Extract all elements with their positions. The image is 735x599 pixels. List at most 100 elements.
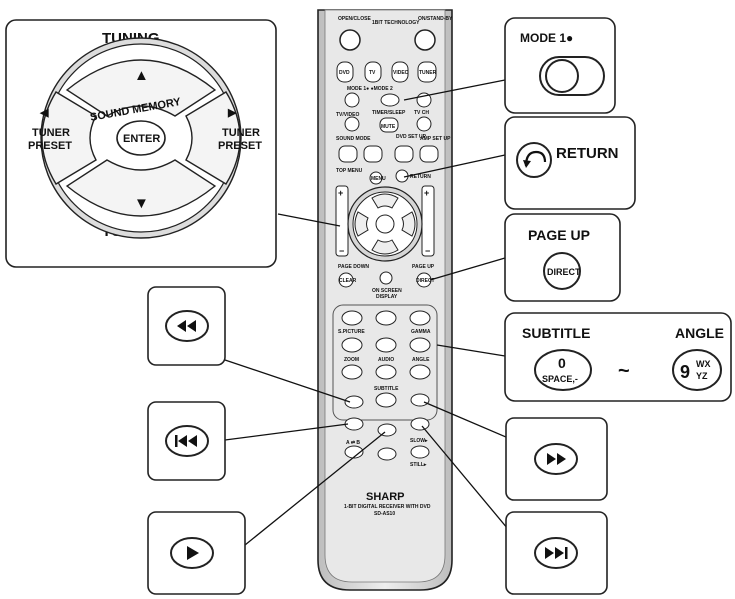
key-3[interactable] bbox=[409, 310, 431, 326]
rewind-icon bbox=[177, 320, 196, 332]
subtitle-label-remote: SUBTITLE bbox=[374, 386, 399, 392]
tuner-preset-right-button[interactable] bbox=[185, 91, 241, 185]
mute-button[interactable] bbox=[379, 117, 399, 133]
on-standby-label: ON/STAND-BY bbox=[418, 16, 453, 22]
key-0[interactable] bbox=[375, 392, 397, 408]
brand-label: SHARP bbox=[366, 491, 405, 503]
svg-text:+: + bbox=[424, 188, 429, 198]
yz-key-label: YZ bbox=[696, 371, 708, 381]
remote-ff-button[interactable] bbox=[410, 393, 430, 407]
tuner-right-line1: TUNER bbox=[222, 127, 260, 139]
dvd-button[interactable] bbox=[336, 61, 354, 83]
page-up-label: PAGE UP bbox=[412, 264, 435, 270]
remote-rewind-button[interactable] bbox=[344, 395, 364, 409]
angle-label-remote: ANGLE bbox=[412, 357, 430, 363]
remote-enter-button[interactable] bbox=[375, 214, 395, 234]
remote-play-button[interactable] bbox=[377, 423, 397, 437]
tv-button[interactable] bbox=[364, 61, 382, 83]
subtitle-angle-panel: SUBTITLE ANGLE 0 SPACE,- ~ 9 WX YZ bbox=[504, 312, 732, 402]
on-screen-button[interactable] bbox=[379, 271, 393, 285]
mode-panel: MODE 1● bbox=[504, 17, 616, 114]
key-1[interactable] bbox=[341, 310, 363, 326]
play-callout bbox=[147, 511, 246, 595]
tuner-right-line2: PRESET bbox=[218, 140, 262, 152]
remote-stop-button[interactable] bbox=[377, 447, 397, 461]
angle-nine-button[interactable] bbox=[672, 349, 722, 391]
gamma-label: GAMMA bbox=[411, 329, 431, 335]
key-5[interactable] bbox=[375, 337, 397, 353]
dvd-label: DVD bbox=[339, 70, 350, 76]
tuning-up-button[interactable] bbox=[65, 59, 217, 117]
skip-forward-callout bbox=[505, 511, 608, 595]
remote-up-button[interactable] bbox=[371, 193, 399, 209]
left-arrow-icon: ◀ bbox=[39, 107, 49, 119]
return-panel: RETURN bbox=[504, 116, 636, 210]
menu-button[interactable] bbox=[369, 171, 383, 185]
stereo-button[interactable] bbox=[363, 145, 383, 163]
remote-number-pad: S.PICTURE GAMMA ZOOM AUDIO ANGLE SUBTITL… bbox=[332, 304, 438, 421]
remote-skip-fwd-button[interactable] bbox=[410, 417, 430, 431]
space-key-label: SPACE,- bbox=[542, 374, 578, 384]
svg-text:−: − bbox=[339, 246, 344, 256]
enter-button[interactable] bbox=[116, 120, 166, 156]
amp-setup-button[interactable] bbox=[419, 145, 439, 163]
sound-mode-label: SOUND MODE bbox=[336, 136, 371, 142]
tilde-label: ~ bbox=[618, 360, 630, 382]
skip-back-callout bbox=[147, 401, 226, 481]
multi-ch-button[interactable] bbox=[338, 145, 358, 163]
remote-transport: A ⇄ B SLOW▸ STILL▸ SHARP 1-BIT DIGITAL R… bbox=[344, 393, 431, 517]
model-line: 1-BIT DIGITAL RECEIVER WITH DVD bbox=[344, 504, 431, 510]
remote-a-b-button[interactable] bbox=[344, 445, 364, 459]
power-button[interactable] bbox=[414, 29, 436, 51]
tv-ch-down-button[interactable] bbox=[416, 116, 432, 132]
up-arrow-icon: ▲ bbox=[134, 67, 149, 84]
svg-text:−: − bbox=[425, 246, 430, 256]
clear-label: CLEAR bbox=[339, 278, 357, 284]
direct-label-remote: DIRECT bbox=[416, 278, 435, 284]
remote-left-button[interactable] bbox=[354, 211, 369, 237]
still-label: STILL▸ bbox=[410, 462, 427, 468]
key-9[interactable] bbox=[409, 364, 431, 380]
video-button[interactable] bbox=[391, 61, 409, 83]
key-6[interactable] bbox=[409, 337, 431, 353]
mode-switch[interactable] bbox=[380, 93, 400, 107]
tv-video-button[interactable] bbox=[344, 116, 360, 132]
return-arrow-icon bbox=[524, 150, 547, 167]
dvd-setup-button[interactable] bbox=[394, 145, 414, 163]
model-label: SD-AS10 bbox=[374, 511, 395, 517]
nine-key-label: 9 bbox=[680, 362, 690, 382]
leader-lines bbox=[224, 79, 514, 546]
fast-forward-callout bbox=[505, 417, 608, 501]
mode-panel-label: MODE 1● bbox=[520, 31, 573, 45]
key-2[interactable] bbox=[375, 310, 397, 326]
key-7[interactable] bbox=[341, 364, 363, 380]
return-panel-label: RETURN bbox=[556, 145, 619, 162]
return-button[interactable] bbox=[516, 142, 552, 178]
subtitle-zero-button[interactable] bbox=[534, 349, 592, 391]
remote-pause-button[interactable] bbox=[410, 445, 430, 459]
tuning-panel: TUNING TUNING ▲ ▼ ◀ TUNER PRESET ▶ TUNER… bbox=[5, 19, 277, 268]
key-8[interactable] bbox=[375, 364, 397, 380]
tv-label: TV bbox=[369, 70, 376, 76]
rewind-callout bbox=[147, 286, 226, 366]
remote-down-button[interactable] bbox=[371, 239, 399, 255]
clear-button[interactable] bbox=[338, 272, 354, 288]
down-arrow-icon: ▼ bbox=[134, 195, 149, 212]
open-close-button[interactable] bbox=[339, 29, 361, 51]
tuner-preset-left-button[interactable] bbox=[41, 91, 97, 185]
tuner-label: TUNER bbox=[419, 70, 437, 76]
tuner-button[interactable] bbox=[417, 61, 437, 83]
key-4[interactable] bbox=[341, 337, 363, 353]
a-b-label: A ⇄ B bbox=[346, 439, 360, 446]
audio-label: AUDIO bbox=[378, 357, 394, 363]
timer-label: TIMER/SLEEP bbox=[372, 110, 406, 116]
subtitle-panel-label: SUBTITLE bbox=[522, 325, 590, 341]
tuner-left-line1: TUNER bbox=[32, 127, 70, 139]
direct-button[interactable] bbox=[543, 252, 581, 290]
remote-nav-cross: + − + − bbox=[335, 185, 435, 262]
tuning-down-button[interactable] bbox=[65, 159, 217, 217]
remote-right-button[interactable] bbox=[401, 211, 416, 237]
menu-label: MENU bbox=[371, 176, 386, 182]
tv-ch-left-button[interactable] bbox=[344, 92, 360, 108]
